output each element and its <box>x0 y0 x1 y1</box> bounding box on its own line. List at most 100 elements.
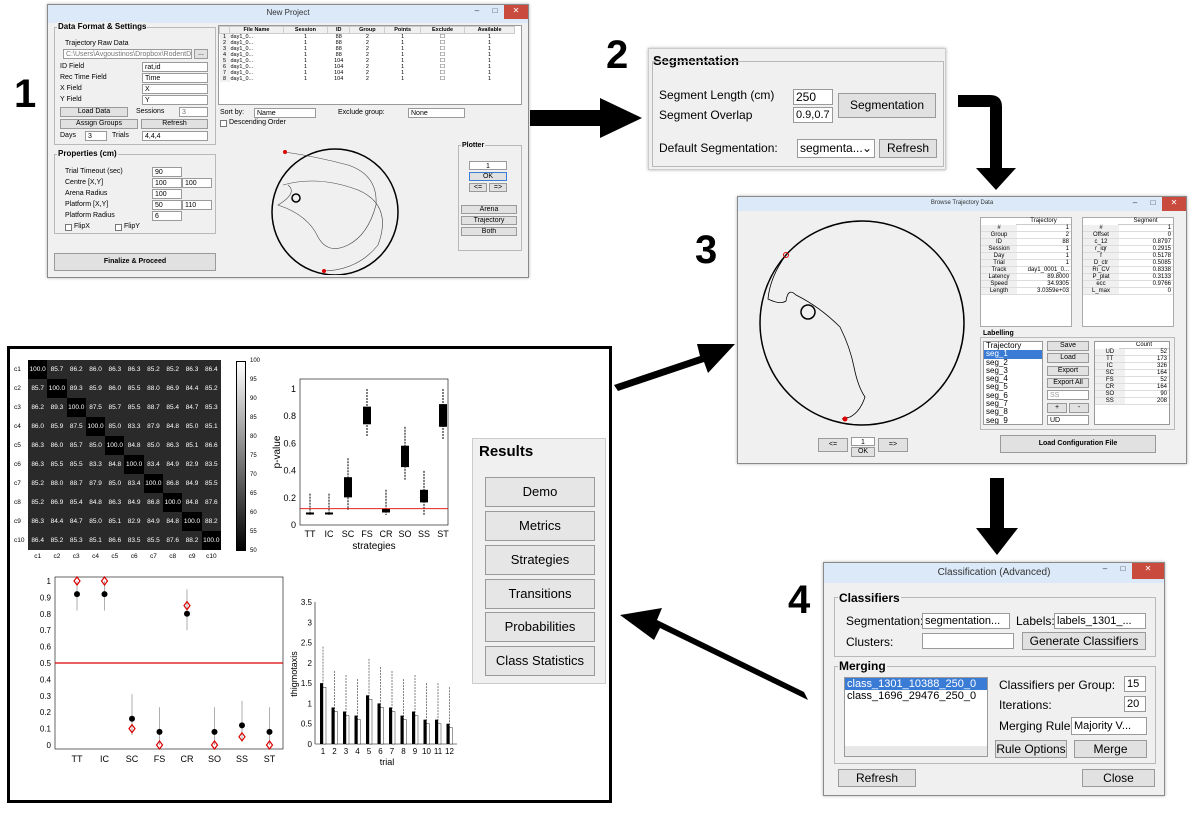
trial-timeout-field[interactable]: 90 <box>152 167 182 177</box>
exclude-checkbox[interactable]: ☐ <box>440 70 445 76</box>
exclude-checkbox[interactable]: ☐ <box>440 76 445 82</box>
list-item[interactable]: class_1301_10388_250_0 <box>845 678 987 690</box>
platform-y-field[interactable]: 110 <box>182 200 212 210</box>
platform-x-field[interactable]: 50 <box>152 200 182 210</box>
exclude-checkbox[interactable]: ☐ <box>440 34 445 40</box>
plot-number-field[interactable]: 1 <box>469 161 507 170</box>
classifiers-per-group-field[interactable]: 15 <box>1124 676 1146 692</box>
list-item[interactable]: class_1696_29476_250_0 <box>847 690 977 702</box>
trajectory-number-field[interactable]: 1 <box>851 437 875 446</box>
id-field-input[interactable]: rat,id <box>142 62 208 72</box>
segment-length-field[interactable]: 250 <box>793 89 833 105</box>
refresh-button[interactable]: Refresh <box>838 769 916 787</box>
y-field-input[interactable]: Y <box>142 95 208 105</box>
flipx-checkbox[interactable] <box>65 224 72 231</box>
finalize-proceed-button[interactable]: Finalize & Proceed <box>54 253 216 271</box>
arena-button[interactable]: Arena <box>461 205 517 214</box>
rule-options-button[interactable]: Rule Options <box>995 740 1067 758</box>
save-button[interactable]: Save <box>1047 341 1089 351</box>
browse-button[interactable]: ... <box>194 49 208 59</box>
list-item[interactable]: seg_9 <box>986 415 1008 425</box>
export-all-button[interactable]: Export All <box>1047 378 1089 388</box>
minimize-icon[interactable]: – <box>1102 564 1108 573</box>
raw-path-field[interactable]: C:\Users\Avgoustinos\Dropbox\RodentData\ <box>63 49 192 59</box>
sort-by-select[interactable]: Name <box>254 108 316 118</box>
load-configuration-button[interactable]: Load Configuration File <box>1000 435 1156 453</box>
segmentation-refresh-button[interactable]: Refresh <box>879 139 937 158</box>
ok-button[interactable]: OK <box>851 447 875 457</box>
add-label-button[interactable]: + <box>1047 403 1067 413</box>
maximize-icon[interactable]: □ <box>1150 198 1156 207</box>
ok-button[interactable]: OK <box>469 172 507 181</box>
x-field-input[interactable]: X <box>142 84 208 94</box>
segment-overlap-field[interactable]: 0.9,0.7 <box>793 107 833 123</box>
generate-classifiers-button[interactable]: Generate Classifiers <box>1022 632 1146 650</box>
metrics-button[interactable]: Metrics <box>485 511 595 541</box>
close-button[interactable]: Close <box>1082 769 1155 787</box>
remove-label-button[interactable]: - <box>1069 403 1089 413</box>
list-item[interactable]: seg_1 <box>984 349 1042 359</box>
close-icon[interactable]: ✕ <box>1162 197 1186 211</box>
default-segmentation-select[interactable]: segmenta...⌄ <box>797 139 875 158</box>
class-statistics-button[interactable]: Class Statistics <box>485 646 595 676</box>
load-data-button[interactable]: Load Data <box>60 107 128 117</box>
both-button[interactable]: Both <box>461 227 517 236</box>
segmentation-button[interactable]: Segmentation <box>838 93 936 118</box>
maximize-icon[interactable]: □ <box>1120 564 1126 573</box>
next-button[interactable]: => <box>878 438 908 452</box>
minimize-icon[interactable]: – <box>1132 198 1138 207</box>
demo-button[interactable]: Demo <box>485 477 595 507</box>
iterations-field[interactable]: 20 <box>1124 696 1146 712</box>
probabilities-button[interactable]: Probabilities <box>485 612 595 642</box>
classifier-list[interactable]: class_1301_10388_250_0 class_1696_29476_… <box>844 677 988 757</box>
label-select[interactable]: UD <box>1047 415 1089 425</box>
descending-checkbox[interactable] <box>220 120 227 127</box>
days-field[interactable]: 3 <box>85 131 107 141</box>
platform-radius-field[interactable]: 6 <box>152 211 182 221</box>
close-icon[interactable]: ✕ <box>504 5 528 19</box>
files-table[interactable]: File Name Session ID Group Points Exclud… <box>218 25 522 105</box>
prev-button[interactable]: <= <box>469 183 487 192</box>
assign-groups-button[interactable]: Assign Groups <box>60 119 138 129</box>
exclude-checkbox[interactable]: ☐ <box>440 58 445 64</box>
list-item[interactable]: seg_7 <box>986 399 1008 409</box>
labels-select[interactable]: labels_1301_... <box>1054 613 1146 629</box>
rec-field-input[interactable]: Time <box>142 73 208 83</box>
exclude-checkbox[interactable]: ☐ <box>440 64 445 70</box>
flipy-checkbox[interactable] <box>115 224 122 231</box>
arena-radius-field[interactable]: 100 <box>152 189 182 199</box>
merge-button[interactable]: Merge <box>1074 740 1147 758</box>
close-icon[interactable]: ✕ <box>1132 563 1164 579</box>
export-button[interactable]: Export <box>1047 366 1089 376</box>
trajectory-button[interactable]: Trajectory <box>461 216 517 225</box>
horizontal-scrollbar[interactable] <box>845 746 987 756</box>
transitions-button[interactable]: Transitions <box>485 579 595 609</box>
list-item[interactable]: seg_4 <box>986 374 1008 384</box>
list-item[interactable]: seg_3 <box>986 365 1008 375</box>
load-button[interactable]: Load <box>1047 353 1089 363</box>
exclude-checkbox[interactable]: ☐ <box>440 52 445 58</box>
prev-button[interactable]: <= <box>818 438 848 452</box>
trials-field[interactable]: 4,4,4 <box>142 131 208 141</box>
maximize-icon[interactable]: □ <box>492 6 498 15</box>
list-item[interactable]: Trajectory <box>986 341 1022 350</box>
list-item[interactable]: seg_6 <box>986 390 1008 400</box>
label-input[interactable]: SS <box>1047 390 1089 400</box>
minimize-icon[interactable]: – <box>474 6 480 15</box>
list-item[interactable]: seg_2 <box>986 357 1008 367</box>
refresh-button[interactable]: Refresh <box>141 119 208 129</box>
exclude-group-select[interactable]: None <box>408 108 465 118</box>
exclude-checkbox[interactable]: ☐ <box>440 40 445 46</box>
next-button[interactable]: => <box>489 183 507 192</box>
list-item[interactable]: seg_5 <box>986 382 1008 392</box>
list-item[interactable]: seg_8 <box>986 407 1008 417</box>
